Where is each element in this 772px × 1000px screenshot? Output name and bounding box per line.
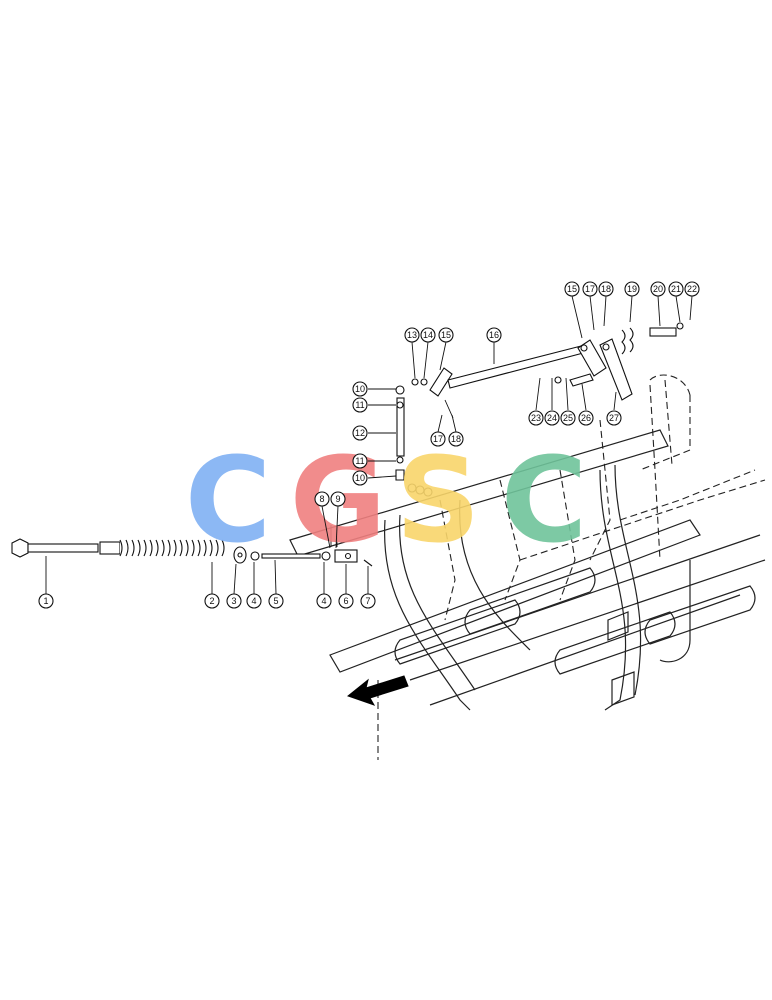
- callout-4-second: 4: [316, 593, 332, 609]
- callout-16: 16: [486, 327, 502, 343]
- svg-text:10: 10: [355, 473, 365, 483]
- svg-text:15: 15: [441, 330, 451, 340]
- svg-text:20: 20: [653, 284, 663, 294]
- callout-2: 2: [204, 593, 220, 609]
- part-spring-2: [99, 539, 225, 557]
- svg-text:4: 4: [321, 596, 326, 606]
- part-washer-21: [676, 322, 684, 330]
- callout-17-second: 17: [582, 281, 598, 297]
- callout-23: 23: [528, 410, 544, 426]
- part-nut-4b: [321, 551, 331, 561]
- svg-text:23: 23: [531, 413, 541, 423]
- svg-text:1: 1: [43, 596, 48, 606]
- callout-18: 18: [448, 431, 464, 447]
- svg-text:17: 17: [433, 434, 443, 444]
- part-washers-10b: [407, 483, 433, 497]
- callout-21: 21: [668, 281, 684, 297]
- svg-text:16: 16: [489, 330, 499, 340]
- svg-text:26: 26: [581, 413, 591, 423]
- svg-text:2: 2: [209, 596, 214, 606]
- part-pin-20: [649, 327, 677, 337]
- svg-text:8: 8: [319, 494, 324, 504]
- callout-11: 11: [352, 397, 368, 413]
- svg-text:22: 22: [687, 284, 697, 294]
- callout-10: 10: [352, 381, 368, 397]
- callout-17: 17: [430, 431, 446, 447]
- callout-12: 12: [352, 425, 368, 441]
- chassis-frame: [289, 374, 766, 760]
- callout-15: 15: [438, 327, 454, 343]
- part-small-link-26: [554, 373, 594, 387]
- callout-11-second: 11: [352, 453, 368, 469]
- svg-text:18: 18: [601, 284, 611, 294]
- callout-26: 26: [578, 410, 594, 426]
- svg-text:11: 11: [355, 456, 364, 466]
- callout-19: 19: [624, 281, 640, 297]
- watermark-letter-3: S: [396, 431, 481, 569]
- svg-text:12: 12: [355, 428, 365, 438]
- callout-7: 7: [360, 593, 376, 609]
- svg-text:10: 10: [355, 384, 365, 394]
- arrow-left-down-icon: [346, 675, 409, 706]
- svg-text:19: 19: [627, 284, 637, 294]
- callout-5: 5: [268, 593, 284, 609]
- part-washer-3: [233, 546, 247, 564]
- leader-lines: [45, 295, 693, 595]
- svg-text:24: 24: [547, 413, 557, 423]
- svg-text:11: 11: [355, 400, 364, 410]
- callout-1: 1: [38, 593, 54, 609]
- svg-text:7: 7: [365, 596, 370, 606]
- watermark-letter-4: C: [501, 431, 588, 569]
- part-spring-19: [621, 327, 634, 355]
- callout-14: 14: [420, 327, 436, 343]
- svg-text:13: 13: [407, 330, 417, 340]
- callout-4: 4: [246, 593, 262, 609]
- svg-text:4: 4: [251, 596, 256, 606]
- svg-text:15: 15: [567, 284, 577, 294]
- callout-6: 6: [338, 593, 354, 609]
- callout-3: 3: [226, 593, 242, 609]
- watermark: C G S C: [185, 431, 588, 569]
- svg-text:6: 6: [343, 596, 348, 606]
- part-rod-5: [261, 553, 321, 559]
- part-vertical-rod-12: [395, 385, 405, 481]
- svg-text:27: 27: [609, 413, 619, 423]
- svg-text:5: 5: [273, 596, 278, 606]
- callout-27: 27: [606, 410, 622, 426]
- callout-18-second: 18: [598, 281, 614, 297]
- part-lever-15b: [577, 339, 607, 377]
- svg-text:17: 17: [585, 284, 595, 294]
- watermark-letter-1: C: [185, 431, 272, 569]
- callout-10-second: 10: [352, 470, 368, 486]
- part-arm-27: [599, 338, 633, 401]
- part-nut-4: [250, 551, 260, 561]
- part-bolt-1: [11, 538, 99, 558]
- svg-text:18: 18: [451, 434, 461, 444]
- svg-text:3: 3: [231, 596, 236, 606]
- svg-text:9: 9: [335, 494, 340, 504]
- part-clevis-6: [334, 549, 373, 567]
- callout-20: 20: [650, 281, 666, 297]
- svg-text:21: 21: [671, 284, 681, 294]
- part-link-13-15: [411, 367, 454, 419]
- callout-15-second: 15: [564, 281, 580, 297]
- svg-text:25: 25: [563, 413, 573, 423]
- callout-13: 13: [404, 327, 420, 343]
- callout-9: 9: [330, 491, 346, 507]
- callout-24: 24: [544, 410, 560, 426]
- callout-22: 22: [684, 281, 700, 297]
- callout-8: 8: [314, 491, 330, 507]
- svg-text:14: 14: [423, 330, 433, 340]
- callout-25: 25: [560, 410, 576, 426]
